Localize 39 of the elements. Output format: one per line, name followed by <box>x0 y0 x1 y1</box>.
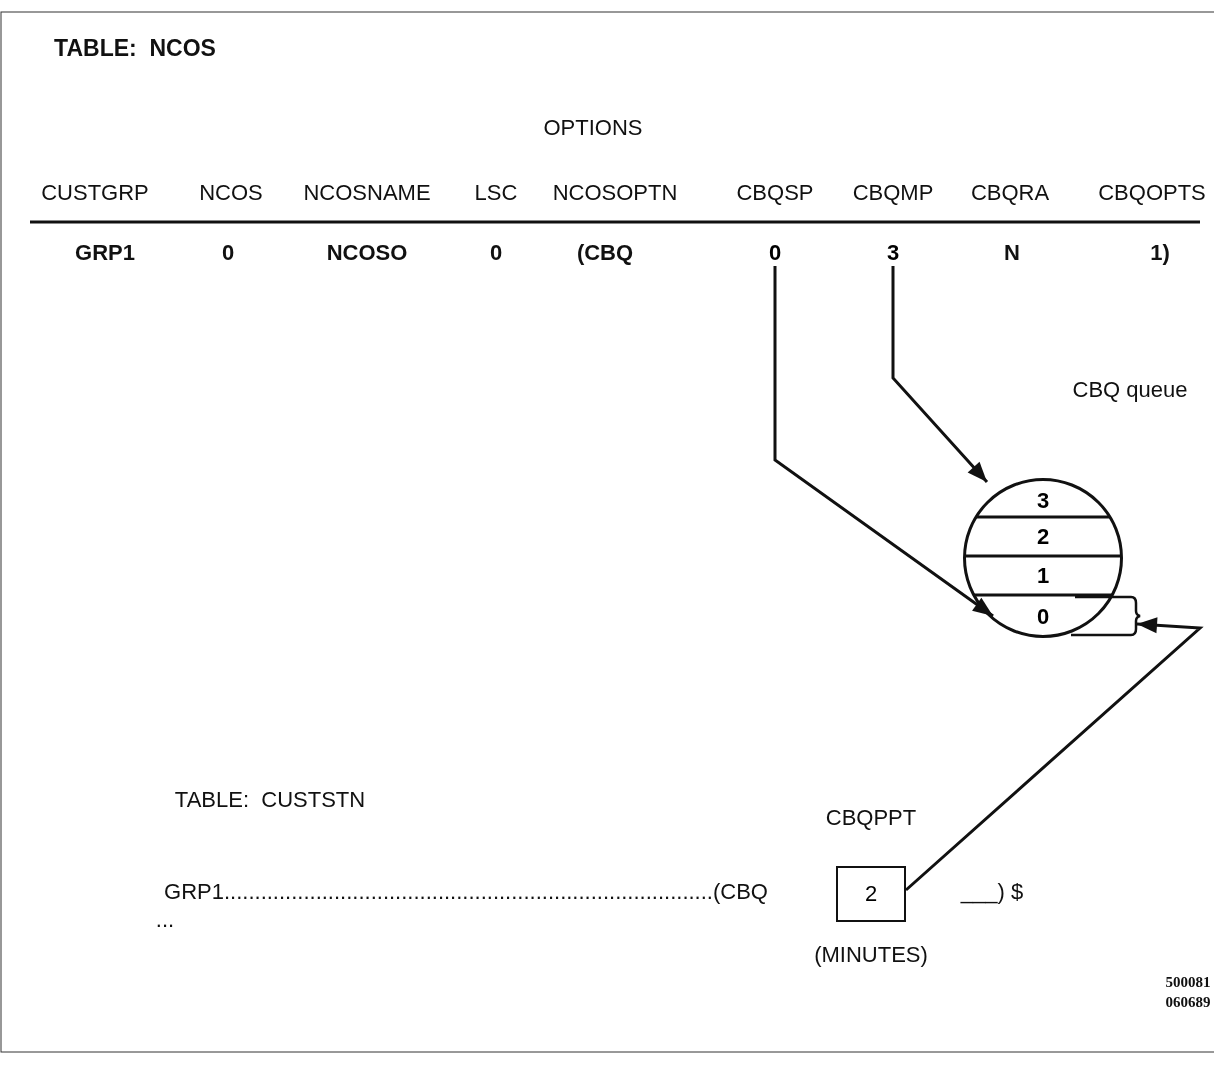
slot-number: 3 <box>1035 486 1051 515</box>
datafill-line: GRP1................................................................................(CBQ <box>164 879 768 905</box>
column-heading: CBQSP <box>736 180 814 206</box>
arrow <box>773 266 994 618</box>
queue-circle <box>963 478 1141 638</box>
table-cell: 0 <box>762 240 788 266</box>
column-heading: NCOS <box>199 180 263 206</box>
figure-number: 500081 <box>1165 973 1211 992</box>
column-heading: CBQRA <box>970 180 1050 206</box>
field-caption: (MINUTES) <box>814 942 928 968</box>
table-cell: 0 <box>489 240 503 266</box>
column-heading: CBQMP <box>852 180 934 206</box>
table-title: TABLE: NCOS <box>54 35 216 61</box>
table-title: TABLE: CUSTSTN <box>174 787 366 813</box>
datafill-line: ___) $ <box>960 879 1024 905</box>
table-cell: (CBQ <box>576 240 634 266</box>
value-box <box>836 866 906 922</box>
column-heading: LSC <box>474 180 518 206</box>
column-heading: NCOSOPTN <box>552 180 678 206</box>
slot-number: 2 <box>1035 522 1051 551</box>
column-group-heading: OPTIONS <box>543 115 643 141</box>
table-cell: 3 <box>880 240 906 266</box>
arrow <box>891 266 989 483</box>
continuation-mark: ... <box>155 907 175 933</box>
queue-caption: CBQ queue <box>1072 377 1188 403</box>
column-heading: CUSTGRP <box>41 180 149 206</box>
table-cell: GRP1 <box>75 240 135 266</box>
column-heading: NCOSNAME <box>303 180 431 206</box>
slot-number: 1 <box>1035 561 1051 590</box>
table-cell: N <box>1004 240 1020 266</box>
value-text: 2 <box>863 880 879 908</box>
table-cell: NCOSO <box>326 240 408 266</box>
slot-number: 0 <box>1035 602 1051 631</box>
field-caption: CBQPPT <box>825 805 917 831</box>
table-cell: 1) <box>1150 240 1170 266</box>
column-heading: CBQOPTS <box>1098 180 1206 206</box>
figure-number: 060689 <box>1165 993 1211 1012</box>
table-cell: 0 <box>221 240 235 266</box>
arrow <box>905 617 1204 892</box>
